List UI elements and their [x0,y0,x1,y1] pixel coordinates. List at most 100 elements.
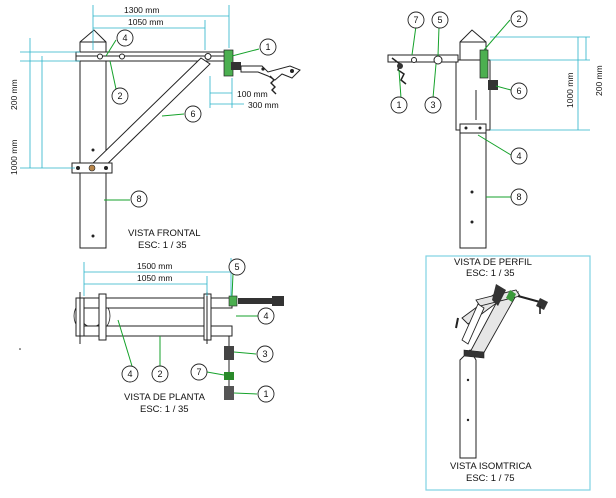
leader [411,25,417,56]
callout-3-profile [424,96,442,114]
stray-dot [19,348,21,350]
pole-mark-2 [91,148,95,152]
callout-4-frontal [116,29,134,47]
pole-frontal [79,29,107,249]
plan-clamp-post [98,293,107,341]
profile-view: 1000 mm 200 mm 7 5 2 1 3 6 4 8 [387,10,604,249]
callout-5-plan [228,258,246,276]
insulator-profile [391,57,407,85]
iso-clamp-arm [517,295,541,303]
callout-2-label: 2 [157,369,162,379]
dim-label-1500: 1500 mm [137,261,172,271]
profile-view-title: VISTA DE PERFIL [454,257,532,268]
frontal-view-scale: ESC: 1 / 35 [138,240,187,251]
insulator-body-3 [224,386,234,400]
isometric-frame [425,255,591,491]
callout-4-label: 4 [516,151,521,161]
iso-lower-clamp [463,349,485,359]
eye-bolt [433,55,443,65]
callout-2-frontal [111,87,129,105]
callout-5-label: 5 [437,15,442,25]
clamp-profile [488,80,498,90]
callout-4-label: 4 [263,311,268,321]
bolt [88,164,96,172]
bolt [478,126,482,130]
bolt [290,69,294,73]
bolt [76,166,80,170]
callout-1-label: 1 [396,100,401,110]
bolt [204,53,212,60]
callout-6-profile [510,82,528,100]
bolt [97,53,103,60]
frontal-view-title: VISTA FRONTAL [128,228,201,239]
callout-2-label: 2 [516,14,521,24]
bolt [119,53,125,60]
end-bracket-plan [228,295,238,307]
plan-view: 1500 mm 1050 mm 5 4 3 7 1 4 2 VISTA DE P… [73,258,284,415]
dim-label-1300: 1300 mm [124,5,159,15]
leader [105,39,117,57]
lower-clamp-profile [459,123,487,134]
isometric-view-scale: ESC: 1 / 75 [466,473,515,484]
bolt [464,126,468,130]
pole-mark-2 [466,378,470,382]
iso-insulator [455,317,459,329]
callout-6-label: 6 [190,109,195,119]
leader [109,60,117,90]
leader [437,26,440,57]
callout-1-label: 1 [265,42,270,52]
insulator-body-2 [224,372,234,380]
leader [398,69,402,99]
iso-top-clamp [492,284,506,306]
bolt [261,67,265,71]
arm-profile [387,54,459,63]
leader [432,63,437,99]
profile-view-scale: ESC: 1 / 35 [466,268,515,279]
dim-label-100: 100 mm [237,89,268,99]
dim-label-300: 300 mm [248,100,279,110]
callout-1-plan [257,385,275,403]
leader [233,351,257,355]
callout-4-profile [510,147,528,165]
suspension-clamp-frontal [240,65,301,81]
callout-7-label: 7 [413,15,418,25]
callout-4-plan-b [121,365,139,383]
callout-8-label: 8 [136,194,141,204]
callout-8-profile [510,188,528,206]
dim-label-200: 200 mm [9,79,19,110]
callout-3-label: 3 [430,100,435,110]
bolt [397,63,403,69]
pole-isometric [459,349,477,459]
dim-label-1050: 1050 mm [128,17,163,27]
callout-1-frontal [259,38,277,56]
callout-1-label: 1 [263,389,268,399]
isometric-view: VISTA DE PERFIL ESC: 1 / 35 VISTA ISOMTR… [425,255,591,491]
leader [231,48,260,57]
callout-2-label: 2 [117,91,122,101]
callout-4-plan [257,307,275,325]
leader [231,273,234,297]
plan-clamp-end [272,296,284,306]
leader [161,113,185,117]
plan-clamp-arm [238,298,272,304]
pole-mark [466,418,470,422]
callout-4-label: 4 [122,33,127,43]
end-clamp [231,62,241,70]
end-bracket-profile [479,49,489,79]
callout-1-profile [390,96,408,114]
dim-label-1000-profile: 1000 mm [565,73,575,108]
leader [477,134,512,156]
plan-view-scale: ESC: 1 / 35 [140,404,189,415]
insulator-body [224,346,234,360]
callout-3-plan [256,345,274,363]
insulator-chain [269,75,277,95]
leader [495,85,512,91]
pole-mark-2 [470,190,474,194]
dim-label-1000: 1000 mm [9,140,19,175]
callout-8-frontal [130,190,148,208]
callout-5-profile [431,11,449,29]
callout-5-label: 5 [234,262,239,272]
iso-clamp-end [536,298,548,310]
iso-end-bracket [506,290,516,302]
